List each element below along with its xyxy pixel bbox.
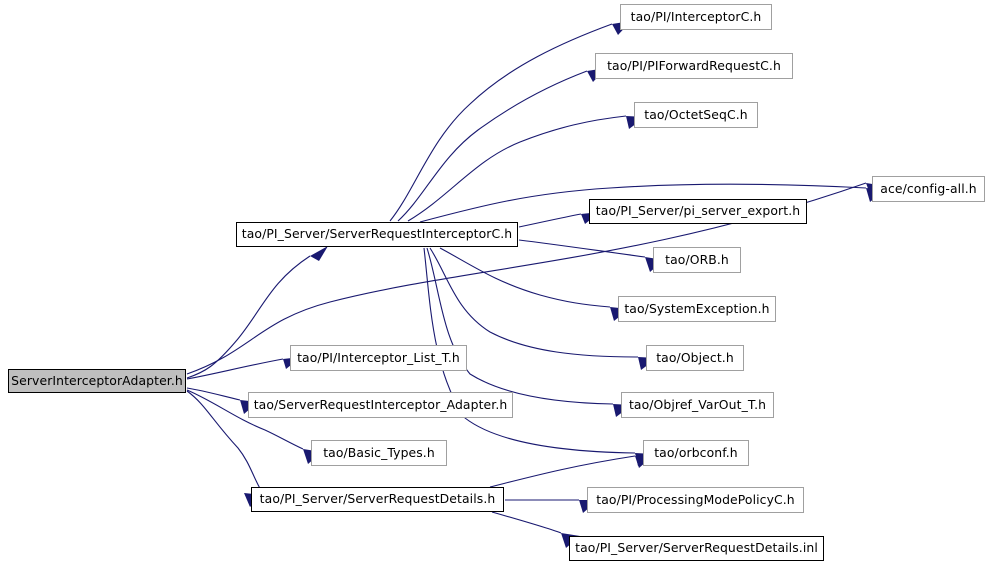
edge-srdetails-to-orbconf	[489, 455, 636, 488]
graph-node-object[interactable]: tao/Object.h	[646, 345, 744, 371]
edge-srintc-to-objref	[426, 247, 614, 405]
graph-node-sysexc[interactable]: tao/SystemException.h	[618, 296, 776, 322]
edge-srintc-to-orb	[518, 239, 646, 258]
graph-node-configall[interactable]: ace/config-all.h	[872, 176, 985, 202]
graph-node-objref[interactable]: tao/Objref_VarOut_T.h	[621, 392, 774, 418]
graph-node-srdetails[interactable]: tao/PI_Server/ServerRequestDetails.h	[251, 487, 504, 512]
edge-srdetails-to-srdetailsinl	[491, 511, 562, 534]
graph-node-basictypes[interactable]: tao/Basic_Types.h	[311, 440, 447, 466]
graph-node-label: tao/PI/ProcessingModePolicyC.h	[596, 491, 795, 507]
edge-srintc-to-interceptorc	[389, 23, 613, 222]
graph-node-label: tao/OctetSeqC.h	[644, 106, 748, 122]
edge-adapter-to-configall	[186, 182, 867, 375]
graph-node-piexport[interactable]: tao/PI_Server/pi_server_export.h	[589, 199, 807, 224]
edge-srintc-to-orbconf	[423, 247, 636, 454]
graph-node-label: tao/PI_Server/ServerRequestDetails.inl	[575, 540, 818, 556]
graph-node-label: tao/orbconf.h	[654, 444, 738, 460]
graph-node-label: tao/ServerRequestInterceptor_Adapter.h	[253, 396, 508, 412]
graph-node-label: tao/PI_Server/pi_server_export.h	[595, 203, 801, 219]
graph-node-label: tao/PI/InterceptorC.h	[630, 8, 762, 24]
graph-node-adapter[interactable]: ServerInterceptorAdapter.h	[8, 369, 186, 393]
graph-node-label: tao/ORB.h	[665, 251, 729, 267]
graph-node-label: tao/SystemException.h	[624, 300, 770, 316]
graph-node-label: tao/PI/PIForwardRequestC.h	[607, 57, 781, 73]
graph-node-interceptorc[interactable]: tao/PI/InterceptorC.h	[620, 4, 772, 30]
edge-adapter-to-sriadapter	[186, 387, 241, 401]
edge-srintc-to-sysexc	[439, 247, 611, 308]
graph-node-sriadapter[interactable]: tao/ServerRequestInterceptor_Adapter.h	[248, 392, 513, 418]
edge-srintc-to-configall	[419, 183, 867, 223]
graph-node-orbconf[interactable]: tao/orbconf.h	[643, 440, 749, 466]
graph-node-label: tao/Basic_Types.h	[323, 444, 435, 460]
graph-node-label: ace/config-all.h	[880, 180, 977, 196]
graph-node-label: tao/Objref_VarOut_T.h	[628, 396, 767, 412]
edge-adapter-to-basictypes	[186, 389, 304, 450]
graph-node-octetseq[interactable]: tao/OctetSeqC.h	[634, 102, 758, 128]
graph-node-piforward[interactable]: tao/PI/PIForwardRequestC.h	[595, 53, 793, 79]
graph-node-procmode[interactable]: tao/PI/ProcessingModePolicyC.h	[587, 487, 804, 513]
edge-adapter-to-interceptorlist	[186, 358, 284, 380]
edge-srintc-to-octetseq	[407, 115, 627, 222]
graph-node-label: tao/PI_Server/ServerRequestDetails.h	[259, 491, 496, 507]
graph-node-srintc[interactable]: tao/PI_Server/ServerRequestInterceptorC.…	[236, 222, 518, 247]
edge-adapter-to-srdetails	[186, 390, 263, 493]
graph-node-label: tao/Object.h	[656, 349, 734, 365]
graph-node-orb[interactable]: tao/ORB.h	[653, 247, 741, 273]
edge-srintc-to-piforward	[397, 70, 588, 222]
edge-adapter-to-srintc	[186, 255, 311, 379]
arrowhead-adapter-to-srintc	[310, 246, 328, 261]
graph-node-srdetailsinl[interactable]: tao/PI_Server/ServerRequestDetails.inl	[569, 536, 824, 561]
graph-node-label: ServerInterceptorAdapter.h	[11, 372, 183, 388]
graph-node-label: tao/PI_Server/ServerRequestInterceptorC.…	[241, 226, 513, 242]
edge-srintc-to-object	[429, 247, 639, 358]
graph-node-interceptorlist[interactable]: tao/PI/Interceptor_List_T.h	[290, 345, 467, 371]
edge-srintc-to-piexport	[518, 213, 582, 228]
graph-node-label: tao/PI/Interceptor_List_T.h	[297, 349, 460, 365]
